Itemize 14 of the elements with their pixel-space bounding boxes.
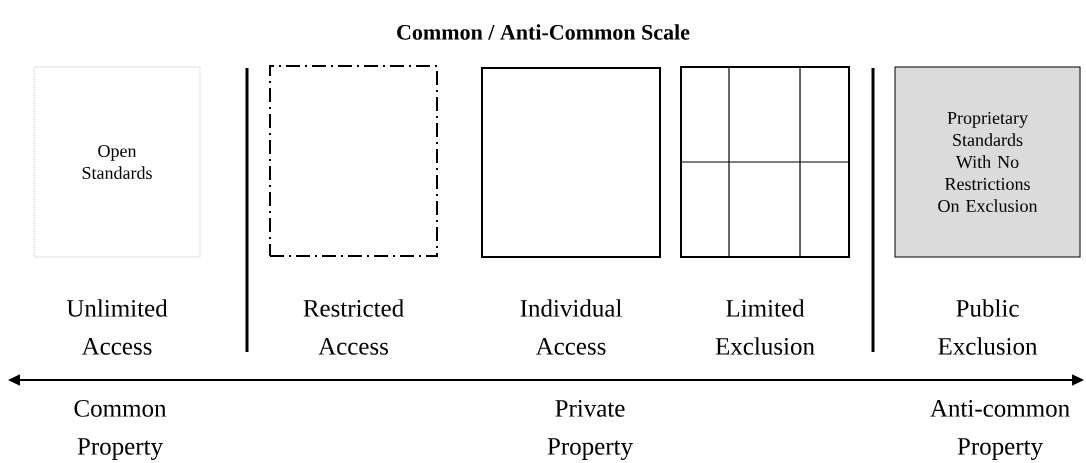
category-label: Limited Exclusion <box>715 299 815 355</box>
category-label: Individual Access <box>520 299 622 355</box>
standard-box: Open Standards <box>33 66 201 258</box>
category-label: Unlimited Access <box>66 299 168 355</box>
title: Common / Anti-Common Scale <box>397 24 690 40</box>
scale-label: Common Property <box>74 400 167 460</box>
empty-box <box>269 65 438 257</box>
category-label: Public Exclusion <box>938 299 1038 355</box>
scale-label: Anti-common Property <box>930 400 1070 460</box>
scale-label: Private Property <box>547 400 633 460</box>
standard-box: Proprietary Standards With No Restrictions On Exclusion <box>894 66 1081 258</box>
empty-box <box>481 67 661 258</box>
grid-box <box>680 66 850 258</box>
category-label: Restricted Access <box>303 299 404 355</box>
